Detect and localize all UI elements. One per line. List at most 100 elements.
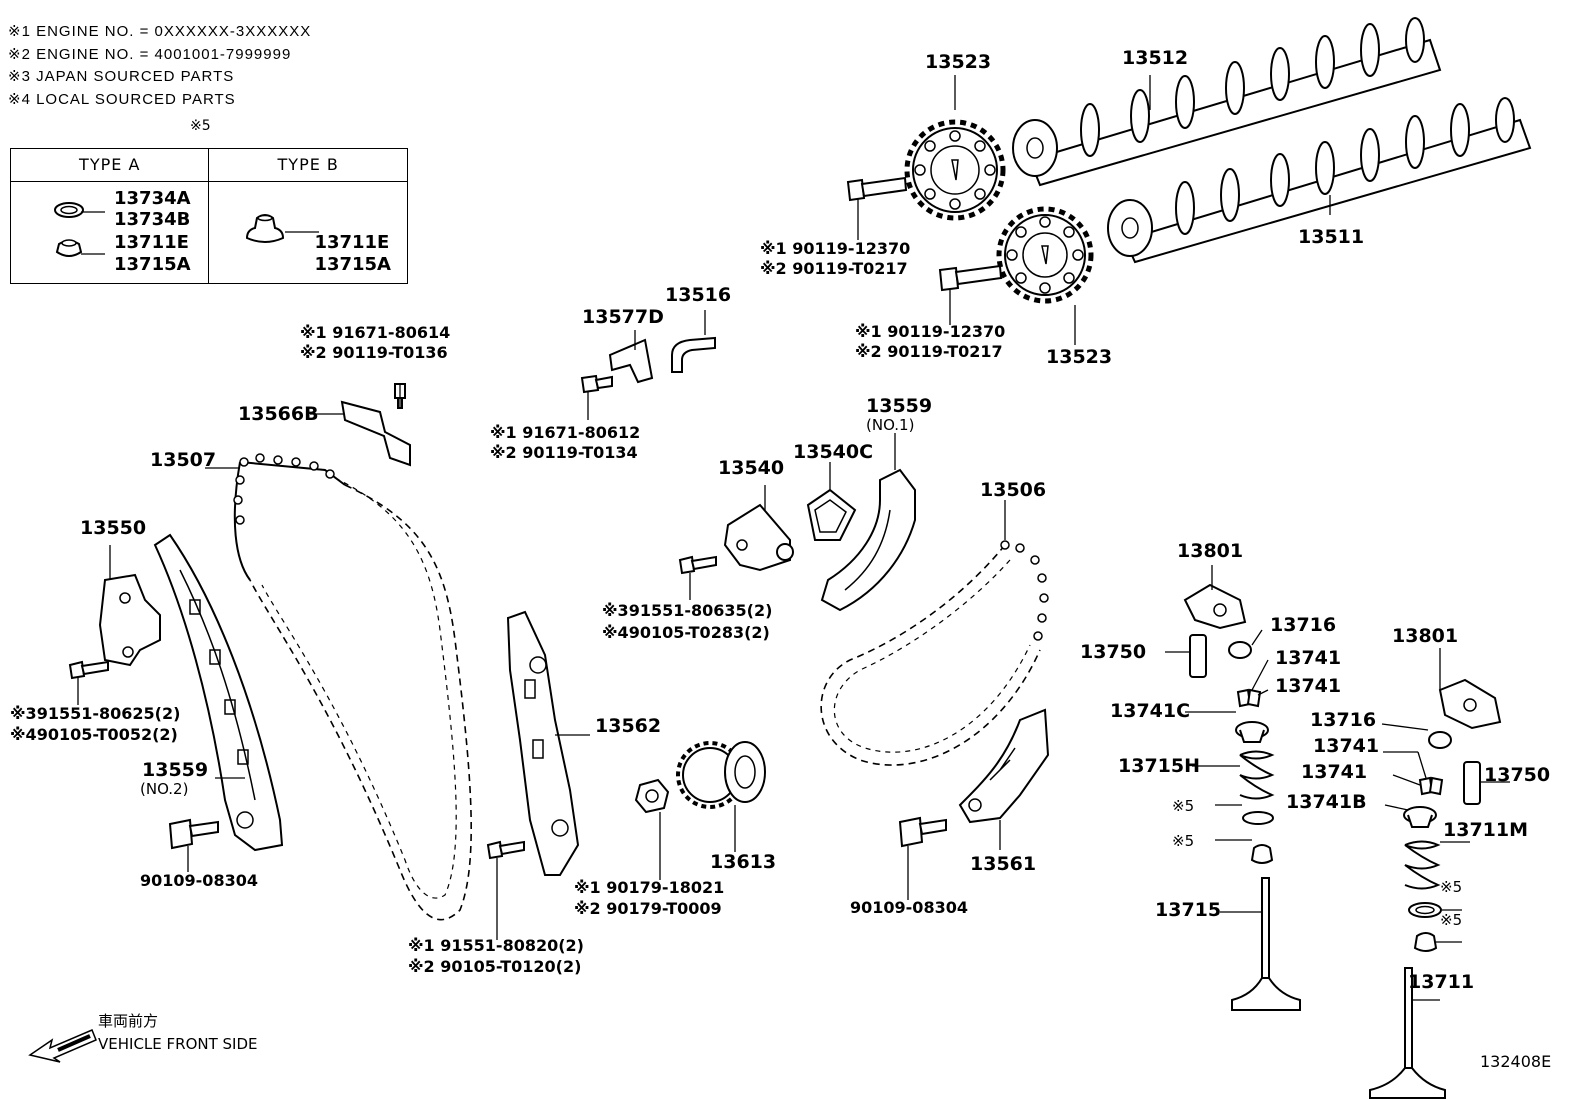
part-13734a: 13734A [114, 188, 191, 210]
type-b-cell: 13711E 13715A [208, 181, 408, 284]
label-mark5-d: ※5 [1440, 911, 1462, 929]
seat-washer-right [1408, 902, 1442, 918]
part-13715a-b: 13715A [314, 254, 391, 276]
label-13566b: 13566B [238, 403, 319, 425]
label-13550: 13550 [80, 517, 146, 539]
label-13801-right: 13801 [1392, 625, 1458, 647]
label-bolt8-b: ※2 90179-T0009 [574, 899, 722, 918]
note-engine-2: ※2 ENGINE NO. = 4001001-7999999 [8, 46, 292, 63]
label-13562: 13562 [595, 715, 661, 737]
camshaft-13511 [1107, 97, 1532, 264]
label-13613: 13613 [710, 851, 776, 873]
label-bolt1-b: ※2 90119-T0217 [760, 259, 908, 278]
retainer-13741c [1235, 721, 1269, 743]
lash-adjuster-13750-right [1463, 761, 1481, 805]
label-13561: 13561 [970, 853, 1036, 875]
label-mark5-c: ※5 [1440, 878, 1462, 896]
stem-seal-right [1413, 932, 1438, 952]
chain-13506 [820, 540, 1049, 766]
cap-13716-right [1428, 731, 1452, 749]
part-13711e-a: 13711E [114, 232, 189, 254]
label-13577d: 13577D [582, 306, 664, 328]
label-bolt10: 90109-08304 [850, 898, 968, 917]
retainer-13741b [1403, 806, 1437, 828]
label-13540: 13540 [718, 457, 784, 479]
label-no1: (NO.1) [866, 416, 914, 434]
cam-sprocket-13523-top [904, 119, 1006, 221]
guide-bolt-right [898, 816, 947, 848]
seal-washer-icon [54, 202, 84, 258]
label-13741b: 13741B [1286, 791, 1367, 813]
label-bolt6: 90109-08304 [140, 871, 258, 890]
rocker-arm-13801-right [1438, 678, 1502, 730]
chain-guide-13562 [506, 610, 580, 876]
sprocket-bolt-2 [938, 264, 1003, 292]
crank-sprocket-13613 [634, 741, 766, 814]
label-bolt1-a: ※1 90119-12370 [760, 239, 910, 258]
label-13506: 13506 [980, 479, 1046, 501]
label-13715: 13715 [1155, 899, 1221, 921]
label-bolt9-a: ※1 91551-80820(2) [408, 936, 584, 955]
label-bolt8-a: ※1 90179-18021 [574, 878, 724, 897]
vehicle-front-jp: 車両前方 [98, 1012, 159, 1030]
rocker-arm-13801-left [1183, 583, 1247, 630]
label-mark5-a: ※5 [1172, 797, 1194, 815]
label-13715h: 13715H [1118, 755, 1200, 777]
guide-bolt-middle [486, 840, 525, 860]
part-13734b: 13734B [114, 209, 191, 231]
spring-13711m [1404, 840, 1441, 890]
label-mark5-b: ※5 [1172, 832, 1194, 850]
pipe-13516 [671, 336, 716, 373]
label-13559-no1: 13559 [866, 395, 932, 417]
spring-13715h [1239, 750, 1275, 800]
label-no2: (NO.2) [140, 780, 188, 798]
note-local-sourced: ※4 LOCAL SOURCED PARTS [8, 91, 236, 108]
chain-guide-13561 [958, 708, 1050, 824]
valve-13715 [1231, 877, 1301, 1011]
keepers-13741-left [1236, 688, 1262, 708]
type-a-cell: 13734A 13734B 13711E 13715A [9, 181, 210, 284]
tensioner-13550 [68, 573, 161, 680]
type-table: TYPE A TYPE B 13734A 13734B 13711E 13715… [9, 147, 408, 284]
label-bolt7-b: ※490105-T0283(2) [602, 623, 770, 642]
label-13523-top: 13523 [925, 51, 991, 73]
chain-guide-13559-no1 [820, 468, 916, 612]
chain-13507 [233, 453, 472, 921]
chain-guide-13559-no2 [153, 533, 284, 852]
label-13801-left: 13801 [1177, 540, 1243, 562]
label-bolt4-a: ※1 91671-80612 [490, 423, 640, 442]
label-bolt4-b: ※2 90119-T0134 [490, 443, 638, 462]
label-bolt5-a: ※391551-80625(2) [10, 704, 180, 723]
label-13750-left: 13750 [1080, 641, 1146, 663]
label-13716-right: 13716 [1310, 709, 1376, 731]
guide-bolt-left [168, 818, 219, 850]
label-bolt3-b: ※2 90119-T0136 [300, 343, 448, 362]
sprocket-bolt-1 [846, 176, 908, 202]
valve-stem-seal-icon [246, 214, 320, 244]
vehicle-front-label: 車両前方 VEHICLE FRONT SIDE [98, 1010, 258, 1053]
label-13511: 13511 [1298, 226, 1364, 248]
label-13512: 13512 [1122, 47, 1188, 69]
valve-13711 [1369, 967, 1446, 1099]
label-13750-right: 13750 [1484, 764, 1550, 786]
tensioner-body-13540 [678, 503, 794, 575]
label-13741c: 13741C [1110, 700, 1190, 722]
label-bolt9-b: ※2 90105-T0120(2) [408, 957, 581, 976]
part-13715a-a: 13715A [114, 254, 191, 276]
label-bolt7-a: ※391551-80635(2) [602, 601, 772, 620]
type-b-header: TYPE B [208, 147, 408, 183]
type-a-leaders [81, 211, 105, 255]
label-13507: 13507 [150, 449, 216, 471]
label-bolt3-a: ※1 91671-80614 [300, 323, 450, 342]
label-13540c: 13540C [793, 441, 873, 463]
label-13711: 13711 [1408, 971, 1474, 993]
vehicle-front-en: VEHICLE FRONT SIDE [98, 1035, 258, 1053]
label-13741-right-2: 13741 [1301, 761, 1367, 783]
label-bolt5-b: ※490105-T0052(2) [10, 725, 178, 744]
label-13523-bottom: 13523 [1046, 346, 1112, 368]
note-japan-sourced: ※3 JAPAN SOURCED PARTS [8, 68, 235, 85]
label-bolt2-b: ※2 90119-T0217 [855, 342, 1003, 361]
leader-lines [77, 75, 1510, 1001]
label-13716-left: 13716 [1270, 614, 1336, 636]
